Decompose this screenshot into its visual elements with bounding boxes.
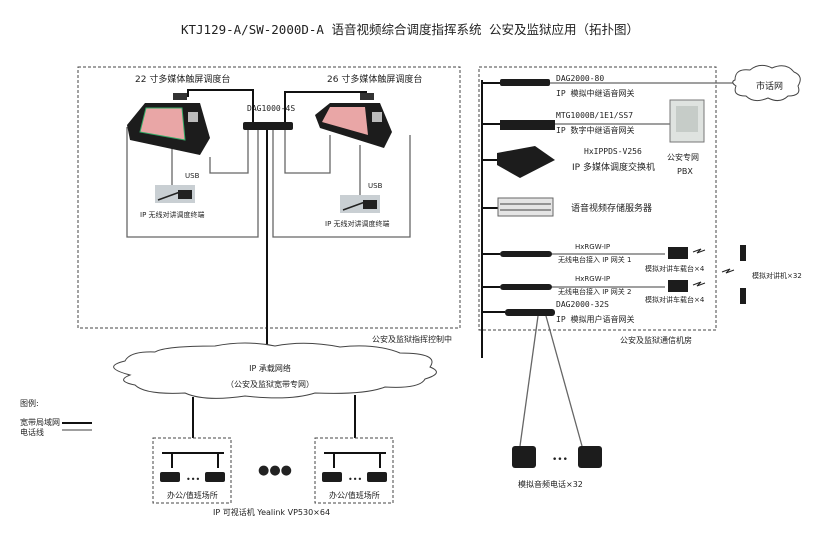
ellipsis: •••	[552, 455, 568, 465]
terminal-right	[340, 195, 380, 213]
command-center-label: 公安及监狱指挥控制中	[372, 334, 452, 344]
pbx-label: 公安专网	[667, 152, 699, 162]
radio-gateway-2	[500, 284, 552, 290]
usb-label: USB	[185, 172, 200, 180]
device-desc: IP 数字中继语音网关	[556, 125, 634, 135]
dag2000-32s-device	[505, 309, 555, 316]
walkie-talkie-icon	[740, 288, 746, 304]
office-2: ••• 办公/值班场所	[314, 437, 394, 504]
pbx-label: PBX	[677, 167, 693, 176]
device-desc: 语音视频存储服务器	[571, 202, 652, 214]
pstn-cloud: 市话网	[732, 64, 801, 102]
ip-network-cloud: IP 承载网络 （公安及监狱宽带专网）	[113, 342, 437, 399]
vehicle-radio-label: 模拟对讲车载台×4	[645, 295, 705, 304]
storage-server	[497, 197, 554, 217]
device-desc: 无线电台接入 IP 网关 1	[558, 255, 631, 264]
device-desc: 无线电台接入 IP 网关 2	[558, 287, 631, 296]
video-phone-icon	[205, 472, 225, 482]
switch-device	[243, 122, 293, 130]
handheld-label: 模拟对讲机×32	[752, 271, 802, 280]
mtg1000b-device	[500, 120, 555, 130]
vehicle-radio-icon	[668, 280, 688, 292]
office-label: 办公/值班场所	[167, 490, 218, 500]
network-label: （公安及监狱宽带专网）	[226, 379, 314, 389]
diagram-title: KTJ129-A/SW-2000D-A 语音视频综合调度指挥系统 公安及监狱应用…	[181, 22, 639, 37]
device-model: MTG1000B/1E1/SS7	[556, 111, 633, 120]
device-desc: IP 多媒体调度交换机	[572, 161, 655, 173]
webcam-icon	[173, 93, 187, 100]
analog-phone-icon	[578, 446, 602, 468]
device-model: DAG2000-32S	[556, 300, 609, 309]
usb-label: USB	[368, 182, 383, 190]
terminal-label: IP 无线对讲调度终端	[140, 210, 205, 219]
device-model: DAG2000-80	[556, 74, 604, 83]
ellipsis: •••	[348, 475, 362, 484]
pbx-cabinet	[669, 99, 705, 143]
command-center-box	[77, 66, 461, 329]
device-desc: IP 模拟用户语音网关	[556, 314, 634, 324]
webcam-icon	[360, 93, 374, 100]
device-model: HxRGW-IP	[575, 275, 610, 283]
ellipsis: ●●●	[258, 463, 292, 478]
hxippds-device	[497, 146, 555, 178]
dag2000-80-device	[500, 79, 550, 86]
device-model: HxIPPDS-V256	[584, 147, 642, 156]
equipment-room-label: 公安及监狱通信机房	[620, 335, 692, 345]
console-26	[315, 93, 392, 148]
analog-phone-icon	[512, 446, 536, 468]
legend-title: 图例:	[20, 398, 39, 408]
terminal-label: IP 无线对讲调度终端	[325, 219, 390, 228]
ellipsis: •••	[186, 475, 200, 484]
pstn-label: 市话网	[756, 80, 783, 92]
office-1: ••• 办公/值班场所	[152, 437, 232, 504]
video-phone-icon	[322, 472, 342, 482]
device-desc: IP 模拟中继语音网关	[556, 88, 634, 98]
vehicle-radio-label: 模拟对讲车载台×4	[645, 264, 705, 273]
legend-phone-line: 电话线	[20, 427, 44, 437]
analog-phones-label: 模拟音频电话×32	[518, 479, 583, 489]
wireless-icon	[692, 248, 735, 287]
radio-gateway-1	[500, 251, 552, 257]
office-label: 办公/值班场所	[329, 490, 380, 500]
network-label: IP 承载网络	[249, 363, 291, 373]
video-phone-icon	[160, 472, 180, 482]
walkie-talkie-icon	[740, 245, 746, 261]
console-22	[127, 93, 210, 155]
video-phones-label: IP 可视话机 Yealink VP530×64	[213, 507, 330, 517]
console-22-label: 22 寸多媒体触屏调度台	[135, 73, 230, 85]
vehicle-radio-icon	[668, 247, 688, 259]
legend-broadband: 宽带局域网	[20, 417, 60, 427]
switch-label: DAG1000-4S	[247, 104, 295, 113]
device-model: HxRGW-IP	[575, 243, 610, 251]
console-26-label: 26 寸多媒体触屏调度台	[327, 73, 422, 85]
video-phone-icon	[367, 472, 387, 482]
terminal-left	[155, 185, 195, 203]
